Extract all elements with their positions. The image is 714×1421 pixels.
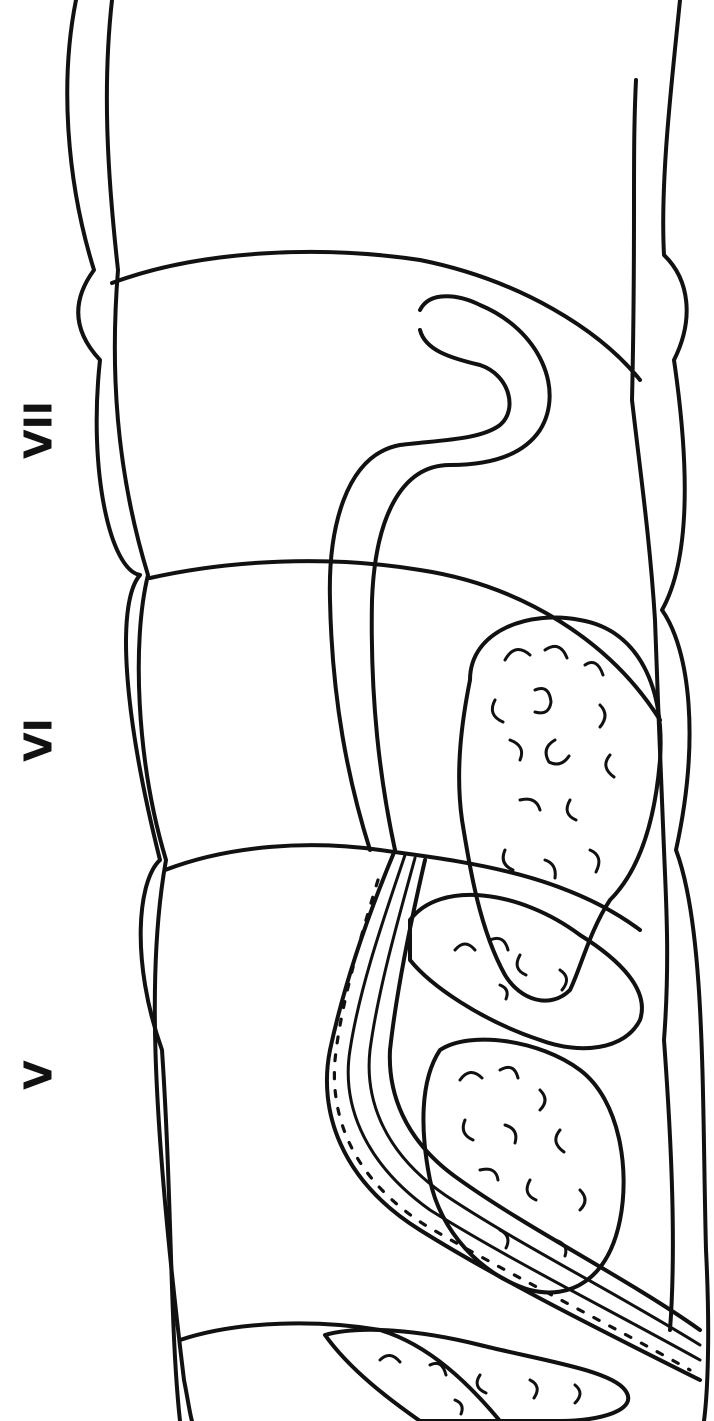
body-wall-inner-left [107, 0, 192, 1421]
prostate-hatch [334, 880, 690, 1370]
seminal-vesicle-upper [459, 618, 660, 1001]
body-wall-inner-right [632, 80, 673, 1330]
segment-label-vii: VII [17, 401, 61, 459]
septum-vii-upper [112, 252, 640, 380]
seminal-vesicle-bottom [325, 1330, 628, 1421]
segment-label-v: V [17, 1060, 61, 1090]
duct-coil-inner [330, 330, 510, 850]
sperm-duct-outer [327, 850, 700, 1380]
body-wall-outer-left [67, 0, 180, 1421]
segment-label-vi: VI [17, 718, 61, 762]
sperm-clusters [380, 646, 614, 1414]
body-wall-outer-right [662, 0, 708, 1421]
seminal-vesicle-middle [410, 895, 642, 1048]
seminal-vesicle-lower [423, 1040, 623, 1293]
septum-vii-vi [150, 561, 660, 720]
